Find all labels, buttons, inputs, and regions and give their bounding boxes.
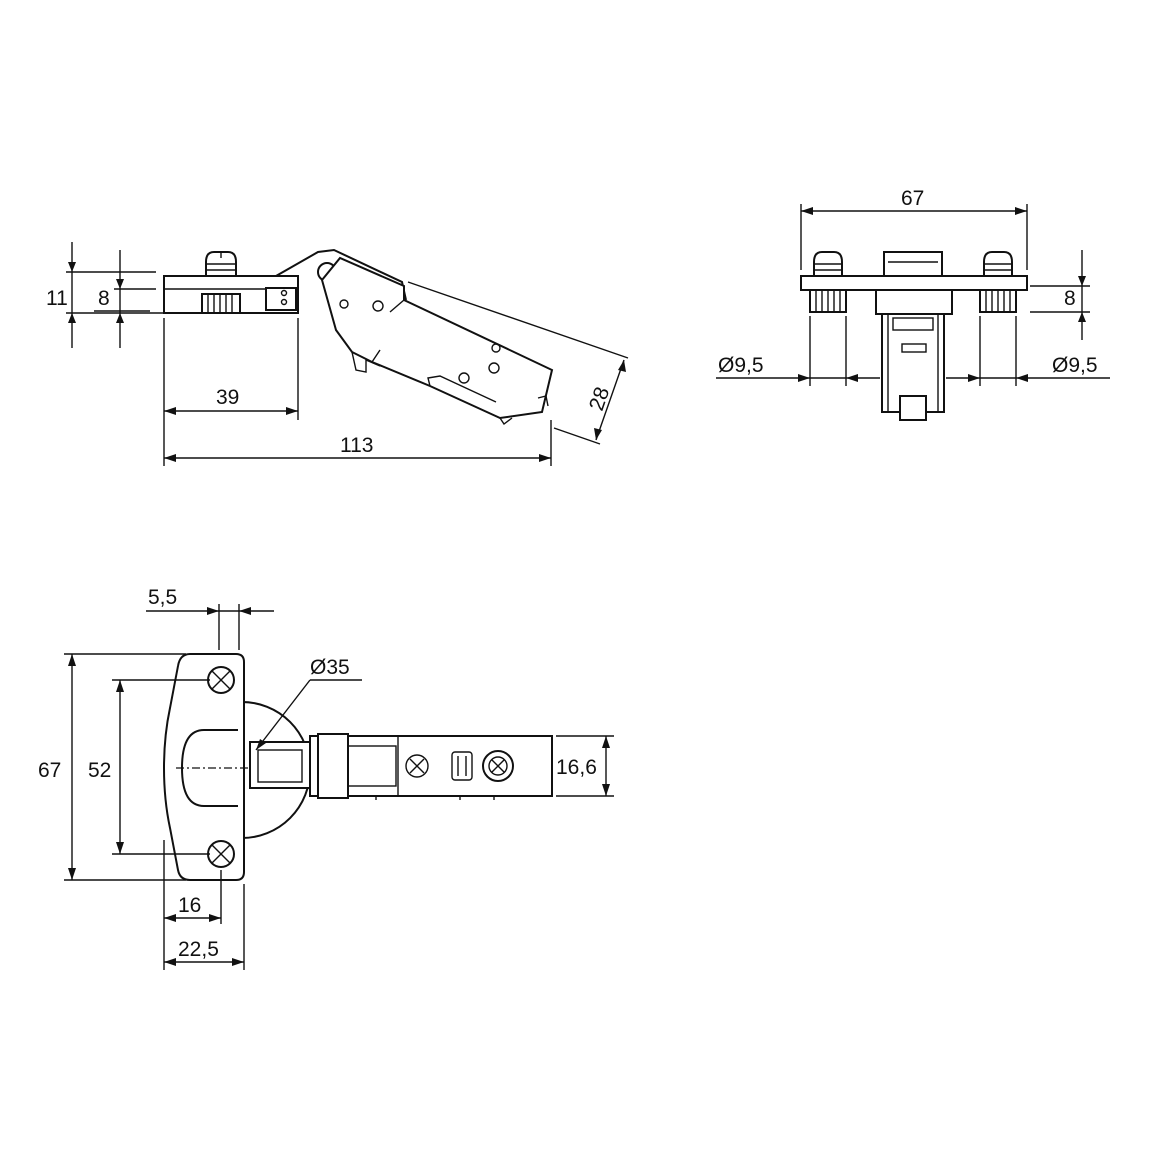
cam-adjuster-icon [451, 751, 473, 781]
front-screw-right [979, 251, 1017, 313]
front-foot [899, 395, 927, 421]
side-bracket [265, 287, 297, 311]
top-screw-lower [207, 840, 235, 868]
dim-plate-length-67: 67 [38, 759, 61, 782]
front-screw-left [809, 251, 847, 313]
dim-arm-height-28: 28 [585, 384, 614, 414]
dim-overall-length-113: 113 [340, 434, 373, 457]
dim-cup-diameter: Ø35 [310, 656, 350, 679]
dim-height-11: 11 [46, 287, 68, 310]
front-view: 67 8 Ø9,5 Ø9,5 [716, 187, 1110, 421]
dim-plate-thickness-8: 8 [98, 287, 110, 310]
dim-outer-offset: 22,5 [178, 938, 219, 961]
dim-edge-distance: 5,5 [148, 586, 177, 609]
dim-boss-right: Ø9,5 [1052, 354, 1098, 377]
side-hinge-arm [320, 256, 554, 420]
dim-inner-offset-16: 16 [178, 894, 201, 917]
dim-cup-offset-39: 39 [216, 386, 239, 409]
top-arm-connector [249, 741, 311, 789]
front-center-housing [875, 289, 953, 315]
adjust-screw-icon [405, 754, 429, 778]
top-view: Ø35 5,5 67 52 16,6 16 [38, 586, 614, 970]
dim-screw-spacing-52: 52 [88, 759, 111, 782]
dim-arm-width: 16,6 [556, 756, 597, 779]
front-top-block [883, 251, 943, 277]
side-screw [201, 251, 241, 314]
side-view: 11 8 39 113 28 [46, 242, 629, 466]
dim-plate-height-8: 8 [1064, 287, 1076, 310]
top-mounting-plate [162, 653, 245, 881]
top-screw-upper [207, 666, 235, 694]
depth-screw-icon [482, 750, 514, 782]
dim-boss-left: Ø9,5 [718, 354, 764, 377]
dim-plate-width-67: 67 [901, 187, 924, 210]
front-mounting-plate [800, 275, 1028, 291]
